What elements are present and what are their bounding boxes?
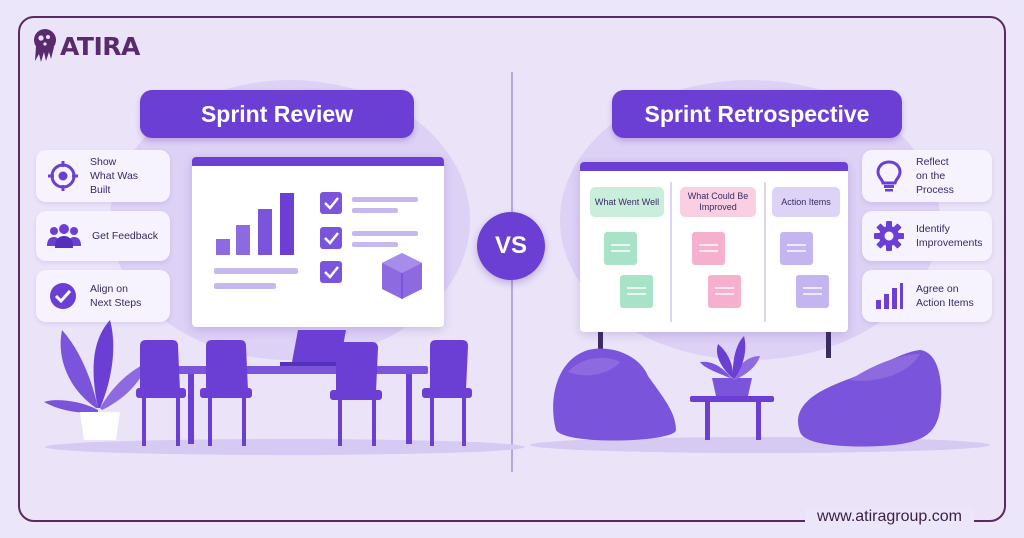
retro-card-text: Agree on Action Items: [916, 283, 974, 309]
sticky-note: [604, 232, 637, 265]
review-card-show-built: Show What Was Built: [36, 150, 170, 202]
retro-card-identify: Identify Improvements: [862, 211, 992, 261]
board-header-bar: [580, 162, 848, 171]
review-card-text: Get Feedback: [92, 230, 158, 242]
retro-column-went-well: What Went Well: [590, 187, 664, 217]
retro-card-agree: Agree on Action Items: [862, 270, 992, 322]
retro-card-text: Reflect on the Process: [916, 156, 954, 196]
sticky-note: [796, 275, 829, 308]
website-url[interactable]: www.atiragroup.com: [805, 508, 974, 526]
sticky-note: [708, 275, 741, 308]
review-card-align: Align on Next Steps: [36, 270, 170, 322]
brand-logo: ATIRA: [32, 28, 140, 64]
retro-column-could-improve: What Could Be Improved: [680, 187, 756, 217]
board-header-bar: [192, 157, 444, 166]
sticky-note: [780, 232, 813, 265]
review-card-feedback: Get Feedback: [36, 211, 170, 261]
board-content-illustration: [214, 192, 422, 299]
target-icon: [46, 159, 80, 193]
team-icon: [46, 219, 82, 253]
vs-badge: VS: [477, 212, 545, 280]
review-card-text: Show What Was Built: [90, 156, 139, 196]
sticky-note: [620, 275, 653, 308]
bar-chart-icon: [872, 279, 906, 313]
retro-column-action-items: Action Items: [772, 187, 840, 217]
gear-icon: [872, 219, 906, 253]
sprint-retrospective-title: Sprint Retrospective: [612, 90, 902, 138]
sprint-review-title: Sprint Review: [140, 90, 414, 138]
lightbulb-icon: [872, 159, 906, 193]
sticky-note: [692, 232, 725, 265]
retro-card-text: Identify Improvements: [916, 223, 983, 249]
atira-logo-icon: [34, 29, 56, 62]
retro-card-reflect: Reflect on the Process: [862, 150, 992, 202]
review-presentation-board: [192, 157, 444, 327]
potted-plant-left: [44, 320, 148, 440]
review-card-text: Align on Next Steps: [90, 283, 142, 309]
retrospective-board: What Went Well What Could Be Improved Ac…: [580, 162, 848, 332]
brand-name: ATIRA: [60, 31, 140, 61]
checkmark-icon: [46, 279, 80, 313]
